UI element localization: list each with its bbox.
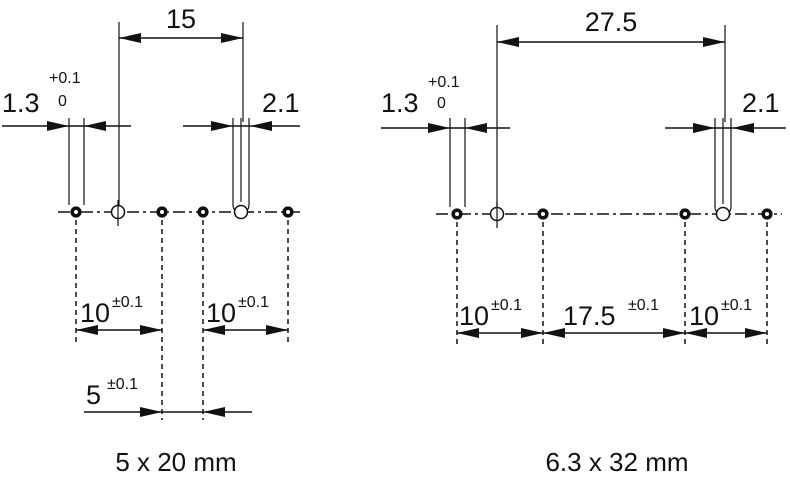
right-pin-2-center	[541, 212, 545, 216]
right-pitch-right-tol: ±0.1	[721, 297, 752, 314]
right-caption: 6.3 x 32 mm	[545, 447, 688, 477]
left-pitch-left-arrow-a	[76, 325, 98, 335]
right-slot-width-label: 2.1	[742, 88, 780, 118]
right-top-arrow-left	[497, 37, 519, 47]
left-slot-arrow-out	[250, 121, 272, 131]
right-pitch-mid-main: 17.5	[563, 301, 616, 331]
right-open-hole-2	[715, 206, 731, 222]
left-hole-tol-lower: 0	[58, 93, 67, 110]
left-hole-arrow-in	[47, 121, 69, 131]
left-hole-arrow-out	[84, 121, 106, 131]
left-pitch-left-arrow-b	[140, 325, 162, 335]
left-hole-tol-upper: +0.1	[49, 70, 81, 87]
left-pin-3-center	[201, 210, 205, 214]
right-pitch-arrow-1	[457, 328, 479, 338]
left-pitch-left-main: 10	[80, 298, 110, 328]
right-hole-arrow-in	[428, 123, 450, 133]
left-top-arrow-left	[119, 33, 141, 43]
left-slot-width-label: 2.1	[262, 88, 300, 118]
left-pitch-right-arrow-b	[266, 325, 288, 335]
left-pitch-small-tol: ±0.1	[107, 376, 138, 393]
left-pitch-small-main: 5	[86, 380, 101, 410]
right-pitch-arrow-5	[685, 328, 707, 338]
left-pin-1-center	[74, 210, 78, 214]
right-top-arrow-right	[703, 37, 725, 47]
right-hole-dim-label: 1.3	[381, 88, 419, 118]
right-pin-1-center	[455, 212, 459, 216]
right-pitch-mid-tol: ±0.1	[628, 297, 659, 314]
right-footprint: 27.5 1.3 +0.1 0 2.1	[381, 7, 786, 477]
right-pitch-arrow-4	[663, 328, 685, 338]
left-footprint: 15 1.3 +0.1 0 2.1	[2, 4, 302, 477]
right-slot-arrow-out	[732, 123, 754, 133]
left-pitch-small-arrow-b	[203, 407, 225, 417]
right-slot-arrow-in	[693, 123, 715, 133]
left-open-hole-2	[233, 204, 249, 220]
right-hole-tol-upper: +0.1	[428, 74, 460, 91]
left-top-span-label: 15	[166, 4, 196, 34]
right-pitch-left-main: 10	[459, 301, 489, 331]
right-pitch-right-main: 10	[689, 301, 719, 331]
right-hole-tol-lower: 0	[437, 95, 446, 112]
left-hole-dim-label: 1.3	[2, 88, 40, 118]
left-pitch-right-tol: ±0.1	[238, 294, 269, 311]
left-pin-2-center	[160, 210, 164, 214]
left-pitch-right-arrow-a	[203, 325, 225, 335]
right-top-span-label: 27.5	[585, 7, 638, 37]
right-pitch-arrow-2	[521, 328, 543, 338]
left-slot-arrow-in	[211, 121, 233, 131]
right-pitch-arrow-3	[543, 328, 565, 338]
left-pitch-left-tol: ±0.1	[112, 294, 143, 311]
left-pitch-right-main: 10	[206, 298, 236, 328]
right-pin-4-center	[765, 212, 769, 216]
left-top-arrow-right	[221, 33, 243, 43]
right-pitch-left-tol: ±0.1	[491, 297, 522, 314]
left-caption: 5 x 20 mm	[115, 447, 236, 477]
right-hole-arrow-out	[465, 123, 487, 133]
left-pitch-small-arrow-a	[140, 407, 162, 417]
left-pin-4-center	[286, 210, 290, 214]
right-pin-3-center	[683, 212, 687, 216]
right-pitch-arrow-6	[745, 328, 767, 338]
